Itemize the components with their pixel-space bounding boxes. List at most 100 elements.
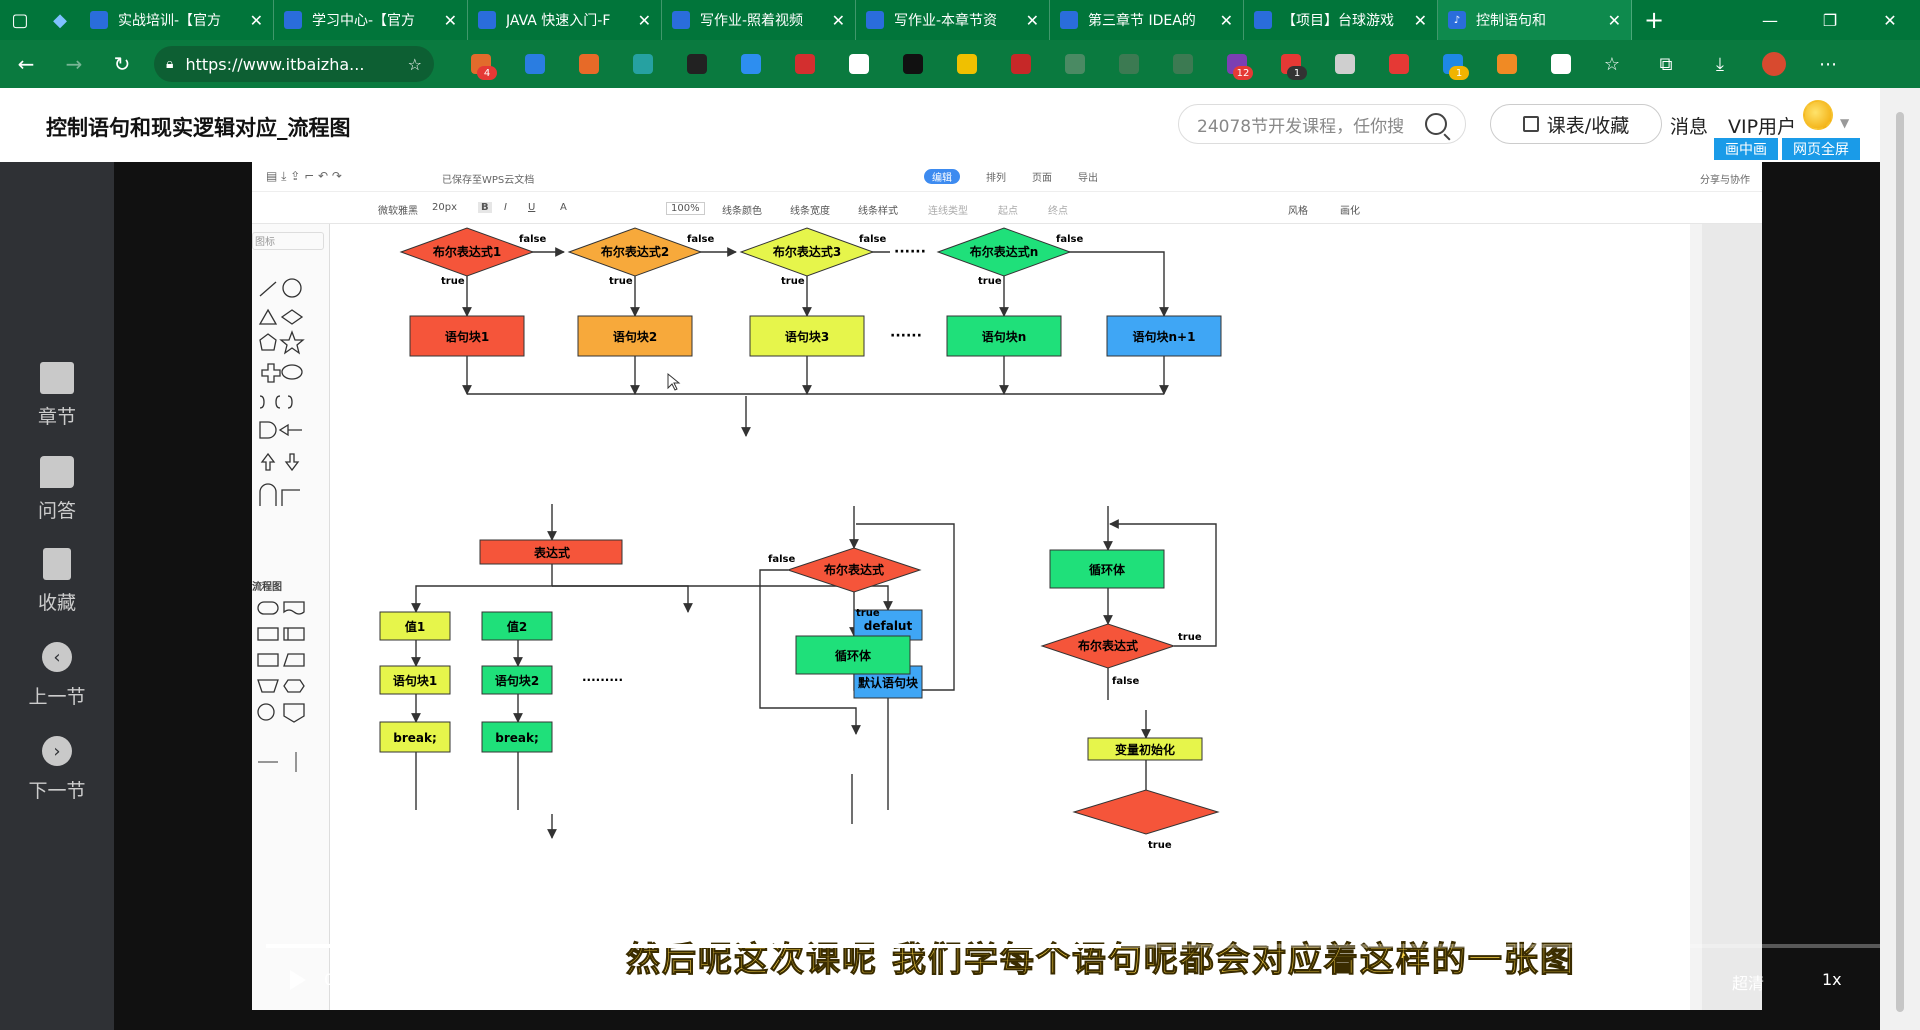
site-favicon-icon [284,11,302,29]
forward-button[interactable]: → [65,52,83,76]
top-condition-1 [399,227,535,277]
flowchart-shapes [257,601,305,723]
site-favicon-icon [478,11,496,29]
box-icon[interactable] [679,46,715,82]
close-window-icon[interactable]: ✕ [1883,10,1897,30]
editor-tab-arrange: 排列 [986,173,1006,184]
video-player[interactable]: ▤ ⤓ ⇪ ⌐ ↶ ↷ 已保存至WPS云文档 编辑 排列 页面 导出 分享与协作… [114,162,1920,1030]
code-icon[interactable] [1165,46,1201,82]
volume-icon[interactable]: 🔊︎ [1674,968,1687,992]
chevron-left-icon: ‹ [42,642,72,672]
restore-icon[interactable]: ❐ [1822,10,1838,30]
adblock-icon[interactable] [787,46,823,82]
close-tab-icon[interactable]: ✕ [1025,10,1039,30]
back-button[interactable]: ← [17,52,35,76]
favorite-star-icon[interactable]: ☆ [407,54,422,74]
fox-icon[interactable] [1489,46,1525,82]
top-condition-3 [739,227,875,277]
puzzle-icon[interactable] [1543,46,1579,82]
vip-user-menu[interactable]: VIP用户 [1728,116,1797,138]
for-init-label: 变量初始化 [1115,742,1175,757]
m-icon[interactable] [949,46,985,82]
triangle-icon[interactable] [841,46,877,82]
tool-connector: 连线类型 [928,206,968,217]
circle-red-icon[interactable] [1381,46,1417,82]
case-block-1 [379,665,451,695]
chapters-button[interactable]: 章节 [0,362,114,429]
purple-icon[interactable]: 12 [1219,46,1255,82]
play-icon[interactable] [290,970,306,990]
true-label: true [781,276,805,287]
notes-icon[interactable] [571,46,607,82]
editor-scrollbar [1690,224,1702,1010]
close-tab-icon[interactable]: ✕ [831,10,845,30]
search-icon[interactable] [1425,113,1447,135]
close-tab-icon[interactable]: ✕ [249,10,263,30]
case-block-2 [481,665,553,695]
close-tab-icon[interactable]: ✕ [443,10,457,30]
profile-avatar[interactable] [1756,46,1792,82]
picture-in-picture-button[interactable]: 画中画 [1714,138,1778,160]
favorites-icon[interactable]: ☆ [1603,53,1621,75]
reload-button[interactable]: ↻ [113,52,131,76]
case-value-1-label: 值1 [405,619,425,634]
browser-tab-7[interactable]: 【项目】台球游戏✕ [1244,0,1438,40]
tiktok-icon[interactable] [517,46,553,82]
switch-dots: ········· [582,673,623,687]
top-block-label: 语句块n [982,329,1027,344]
next-lesson-button[interactable]: › 下一节 [0,736,114,803]
quality-selector[interactable]: 超清 [1732,974,1765,993]
page-scrollbar[interactable] [1880,88,1920,1030]
do-while-true-label: true [1178,632,1202,643]
browser-tab-1[interactable]: 实战培训-【官方✕ [80,0,274,40]
chat-icon [40,456,74,488]
globe-icon[interactable] [1003,46,1039,82]
more-menu-icon[interactable]: ⋯ [1819,53,1837,75]
tab-title: 学习中心-【官方 [312,13,416,29]
close-tab-icon[interactable]: ✕ [1413,10,1427,30]
extension-badge: 1 [1287,66,1307,80]
top-condition-4 [936,227,1072,277]
browser-tab-2[interactable]: 学习中心-【官方 ✕ [274,0,468,40]
browser-tab-3[interactable]: JAVA 快速入门-F✕ [468,0,662,40]
grid-icon[interactable] [625,46,661,82]
page-scrollbar-thumb[interactable] [1896,112,1904,1012]
tab-actions-icon[interactable]: ▢ [11,9,29,31]
favorite-button[interactable]: 收藏 [0,548,114,615]
gem-icon[interactable] [733,46,769,82]
chevron-down-icon[interactable]: ▼ [1840,116,1850,130]
browser-tab-6[interactable]: 第三章节 IDEA的✕ [1050,0,1244,40]
case-block-1-label: 语句块1 [393,673,437,688]
speed-selector[interactable]: 1x [1822,970,1842,989]
brackets-icon[interactable] [1057,46,1093,82]
top-block-label: 语句块1 [445,329,489,344]
tools-icon[interactable]: 4 [463,46,499,82]
puzzle-red-icon[interactable]: 1 [1273,46,1309,82]
pinned-tab-gem-icon[interactable]: ◆ [53,9,67,31]
minimize-icon[interactable]: — [1762,10,1778,30]
search-ext-icon[interactable]: 1 [1435,46,1471,82]
camera-icon[interactable] [1327,46,1363,82]
downloads-icon[interactable]: ⤓ [1716,53,1724,75]
new-tab-button[interactable]: + [1643,6,1665,34]
close-tab-icon[interactable]: ✕ [637,10,651,30]
qa-button[interactable]: 问答 [0,456,114,523]
next-lesson-label: 下一节 [28,780,86,802]
messages-link[interactable]: 消息 [1670,116,1709,138]
web-fullscreen-button[interactable]: 网页全屏 [1782,138,1860,160]
video-progress-bar[interactable] [266,944,1920,948]
collections-icon[interactable]: ⧉ [1659,53,1673,75]
browser-tab-8[interactable]: ♪控制语句和✕ [1438,0,1632,40]
true-label: true [978,276,1002,287]
diamond-icon[interactable] [1111,46,1147,82]
asterisk-icon[interactable] [895,46,931,82]
browser-tab-4[interactable]: 写作业-照着视频✕ [662,0,856,40]
schedule-favorites-button[interactable]: 课表/收藏 [1490,104,1662,144]
close-tab-icon[interactable]: ✕ [1219,10,1233,30]
previous-lesson-button[interactable]: ‹ 上一节 [0,642,114,709]
course-search-input[interactable]: 24078节开发课程，任你搜 [1178,104,1466,144]
do-while-condition [1040,623,1176,669]
browser-tab-5[interactable]: 写作业-本章节资✕ [856,0,1050,40]
close-tab-icon[interactable]: ✕ [1607,10,1621,30]
url-field[interactable]: 🔒︎ https://www.itbaizha... ☆ [154,46,434,82]
